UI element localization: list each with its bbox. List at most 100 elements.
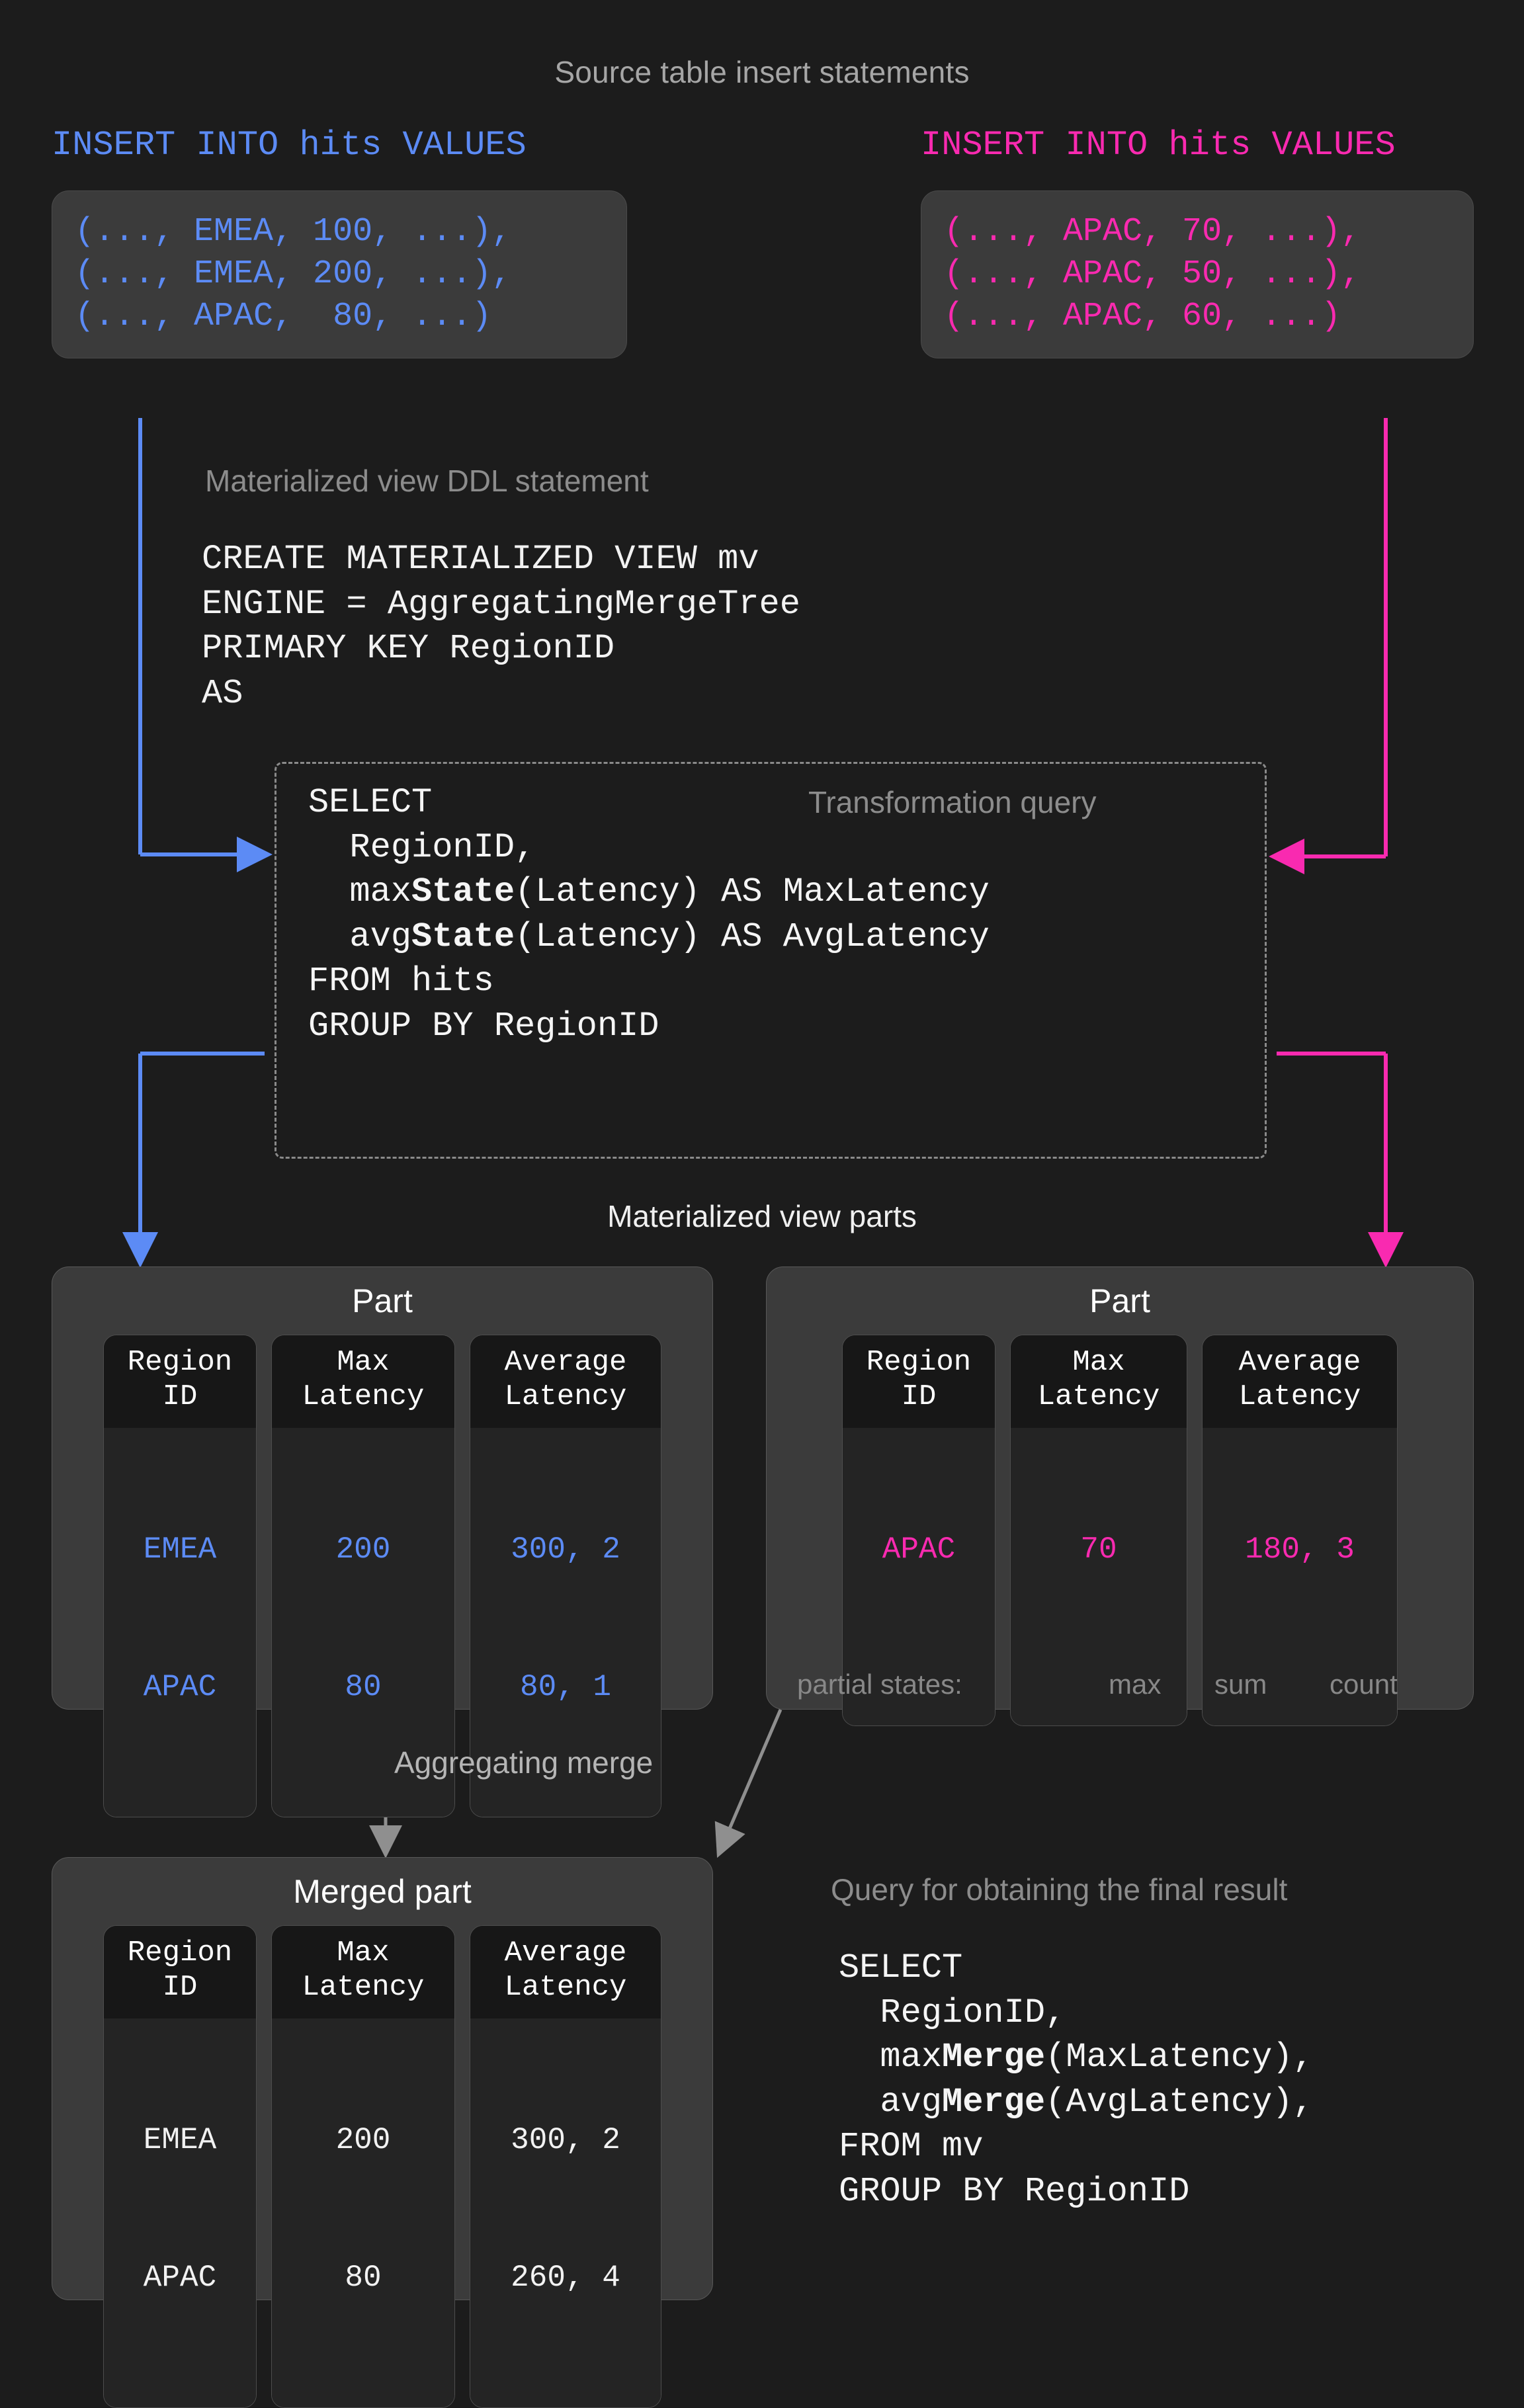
insert-right-row-2: (..., APAC, 50, ...), <box>944 255 1361 293</box>
column-body: 200 80 <box>272 2018 454 2408</box>
column-header-bottom: ID <box>901 1380 937 1413</box>
insert-right-box: (..., APAC, 70, ...), (..., APAC, 50, ..… <box>921 190 1474 358</box>
tq-maxstate-kw: State <box>411 872 515 912</box>
insert-right-row-3: (..., APAC, 60, ...) <box>944 298 1341 335</box>
column-header-top: Max <box>1072 1346 1125 1379</box>
column-header-top: Region <box>866 1346 972 1379</box>
column-body: 300, 2 80, 1 <box>470 1427 661 1817</box>
aggregating-merge-label: Aggregating merge <box>394 1745 654 1780</box>
cell-value: 300, 2 <box>511 1532 620 1567</box>
part-left-title: Part <box>352 1282 413 1319</box>
ddl-code: CREATE MATERIALIZED VIEW mv ENGINE = Agg… <box>202 537 800 716</box>
fq-maxmerge-kw: Merge <box>942 2038 1046 2077</box>
ddl-line-2: ENGINE = AggregatingMergeTree <box>202 584 800 624</box>
transformation-query-label: Transformation query <box>808 785 1097 819</box>
fq-line-from: FROM mv <box>839 2127 984 2167</box>
tq-line-groupby: GROUP BY RegionID <box>308 1006 659 1046</box>
ddl-label: Materialized view DDL statement <box>205 464 649 498</box>
column-header-bottom: Latency <box>302 1970 425 2004</box>
fq-avgmerge-post: (AvgLatency), <box>1045 2082 1314 2122</box>
column-header-bottom: Latency <box>504 1380 627 1413</box>
transformation-query-box <box>275 762 1267 1159</box>
tq-avgstate-kw: State <box>411 917 515 956</box>
cell-value: APAC <box>143 2261 217 2296</box>
column-header-bottom: Latency <box>1037 1380 1160 1413</box>
cell-value: EMEA <box>143 2123 217 2158</box>
partial-state-count: count <box>1330 1669 1398 1700</box>
merged-part-title: Merged part <box>293 1873 472 1910</box>
column-header-top: Average <box>504 1346 627 1379</box>
ddl-line-3: PRIMARY KEY RegionID <box>202 629 615 669</box>
column-header-bottom: Latency <box>302 1380 425 1413</box>
page-title: Source table insert statements <box>554 55 970 89</box>
column-header-top: Average <box>1238 1346 1361 1379</box>
tq-line-maxstate: maxState(Latency) AS MaxLatency <box>308 870 990 915</box>
column-header-top: Average <box>504 1936 627 1970</box>
part-right-title: Part <box>1089 1282 1150 1319</box>
column-body: EMEA APAC <box>104 2018 256 2408</box>
cell-value: 80 <box>345 2261 382 2296</box>
ddl-line-4: AS <box>202 673 243 713</box>
cell-value: 200 <box>335 1532 391 1567</box>
column-header-bottom: ID <box>162 1380 198 1413</box>
column-header-top: Region <box>127 1346 233 1379</box>
column-header-top: Region <box>127 1936 233 1970</box>
column-body: 300, 2 260, 4 <box>470 2018 661 2408</box>
cell-value: 200 <box>335 2123 391 2158</box>
column-body: EMEA APAC <box>104 1427 256 1817</box>
insert-left-row-3: (..., APAC, 80, ...) <box>75 298 492 335</box>
tq-line-regionid: RegionID, <box>308 827 536 867</box>
fq-avgmerge-pre: avg <box>839 2082 943 2122</box>
cell-value: 260, 4 <box>511 2261 620 2296</box>
insert-right-row-1: (..., APAC, 70, ...), <box>944 213 1361 251</box>
tq-line-avgstate: avgState(Latency) AS AvgLatency <box>308 915 989 960</box>
tq-avgstate-pre: avg <box>308 917 412 956</box>
cell-value: EMEA <box>143 1532 217 1567</box>
partial-state-sum: sum <box>1214 1669 1267 1700</box>
final-query-label: Query for obtaining the final result <box>831 1872 1288 1907</box>
fq-maxmerge-post: (MaxLatency), <box>1045 2038 1314 2077</box>
tq-maxstate-post: (Latency) AS MaxLatency <box>515 872 990 912</box>
column-body: 70 <box>1011 1427 1187 1726</box>
column-body: APAC <box>843 1427 995 1726</box>
column-header-bottom: Latency <box>504 1970 627 2004</box>
column-header-top: Max <box>337 1346 390 1379</box>
final-query-code: SELECT RegionID, maxMerge(MaxLatency), a… <box>839 1946 1314 2214</box>
cell-value: APAC <box>143 1670 217 1705</box>
ddl-line-1: CREATE MATERIALIZED VIEW mv <box>202 540 759 579</box>
fq-line-select: SELECT <box>839 1948 963 1987</box>
insert-left-row-1: (..., EMEA, 100, ...), <box>75 213 512 251</box>
cell-value: 80, 1 <box>519 1670 612 1705</box>
column-body: 200 80 <box>272 1427 454 1817</box>
cell-value: 70 <box>1080 1532 1117 1567</box>
fq-avgmerge-kw: Merge <box>942 2082 1046 2122</box>
partial-states-label: partial states: <box>797 1669 962 1700</box>
diagram-canvas: Source table insert statements INSERT IN… <box>52 55 1474 2408</box>
tq-line-select: SELECT <box>308 783 433 822</box>
insert-left-box: (..., EMEA, 100, ...), (..., EMEA, 200, … <box>52 190 627 358</box>
cell-value: APAC <box>882 1532 956 1567</box>
fq-line-groupby: GROUP BY RegionID <box>839 2171 1190 2211</box>
cell-value: 80 <box>345 1670 382 1705</box>
column-header-bottom: ID <box>162 1970 198 2004</box>
column-body: 180, 3 <box>1203 1427 1397 1726</box>
